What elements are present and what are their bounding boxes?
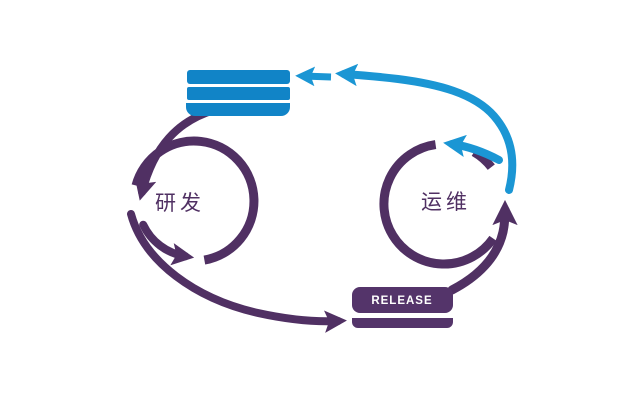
ops-loop-ring	[379, 140, 497, 269]
release-label: RELEASE	[371, 295, 432, 307]
dev-loop-curl-arrow	[139, 220, 195, 266]
feedback-into-ops-arrow	[443, 134, 503, 164]
release-to-ops-arrow	[447, 199, 518, 295]
backlog-bar-3	[186, 103, 290, 116]
release-bar	[352, 318, 453, 328]
backlog-to-dev-arrow	[134, 106, 218, 201]
ops-loop-label: 运维	[421, 191, 471, 214]
dev-loop-ring	[131, 136, 259, 265]
dev-loop-label: 研发	[155, 192, 205, 215]
backlog-stack	[186, 70, 290, 116]
ops-feedback-arc	[335, 63, 517, 194]
release-stack: RELEASE	[352, 287, 453, 328]
feedback-into-backlog-arrow	[295, 66, 332, 87]
backlog-bar-1	[187, 70, 290, 84]
dev-to-release-arrow	[127, 210, 347, 333]
backlog-bar-2	[187, 87, 290, 100]
release-box	[352, 287, 453, 313]
